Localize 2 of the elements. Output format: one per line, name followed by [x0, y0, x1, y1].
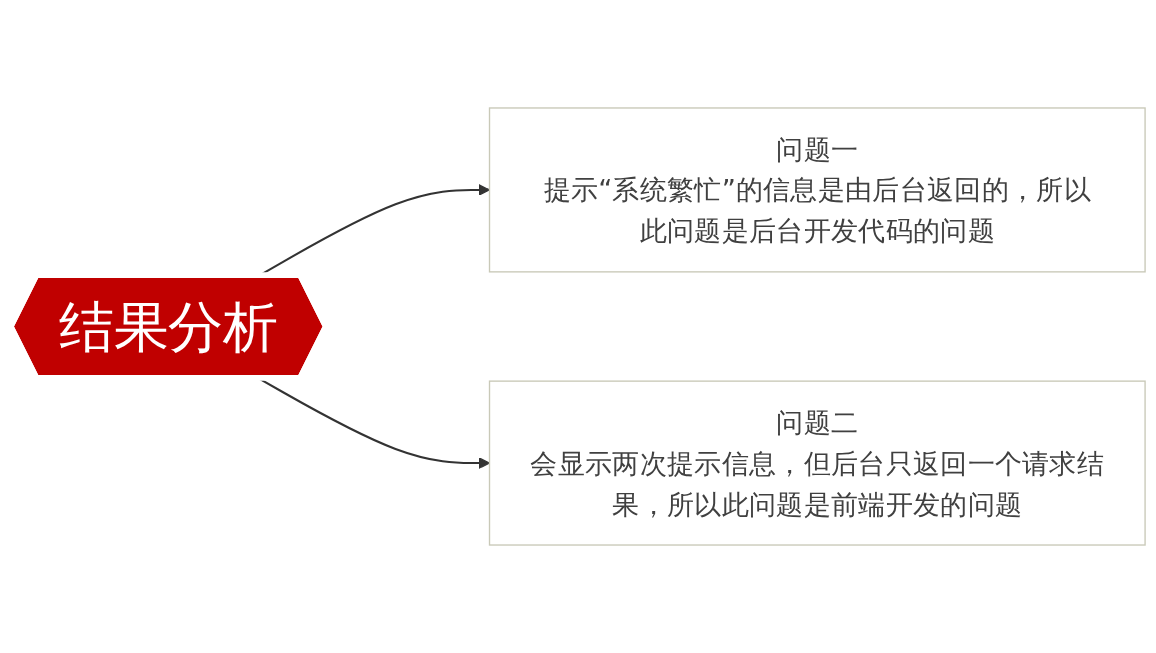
node-box: 问题二 会显示两次提示信息，但后台只返回一个请求结果，所以此问题是前端开发的问题: [488, 380, 1146, 546]
node-box: 问题一 提示“系统繁忙”的信息是由后台返回的，所以此问题是后台开发代码的问题: [488, 107, 1146, 273]
